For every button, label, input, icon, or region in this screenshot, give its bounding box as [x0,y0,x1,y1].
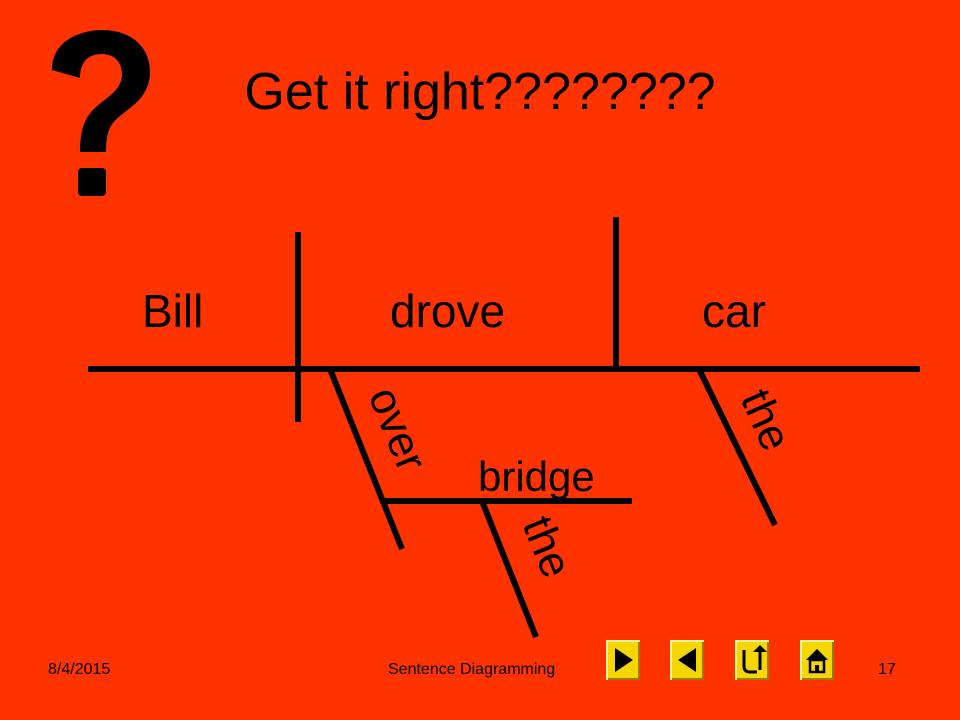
return-arrow-icon [742,645,767,674]
word-the-object-modifier: the [731,382,801,458]
preposition-diagonal [327,367,405,551]
previous-slide-button[interactable] [670,640,704,680]
word-the-prep-modifier: the [513,509,581,584]
slide-title: Get it right???????? [244,63,716,121]
home-icon [806,649,828,674]
word-prep-object: bridge [478,453,595,500]
footer-date: 8/4/2015 [48,661,111,678]
play-right-icon [615,648,633,672]
return-button[interactable] [735,640,769,680]
word-subject: Bill [142,285,204,337]
question-mark-icon [52,30,150,196]
prep-object-modifier-diagonal [479,499,539,639]
word-object: car [702,285,766,337]
word-verb: drove [390,285,506,337]
object-modifier-diagonal [696,367,778,527]
footer-title: Sentence Diagramming [388,661,556,678]
next-slide-button[interactable] [606,640,640,680]
home-button[interactable] [800,640,834,680]
page-number: 17 [878,661,896,678]
play-left-icon [678,648,696,672]
